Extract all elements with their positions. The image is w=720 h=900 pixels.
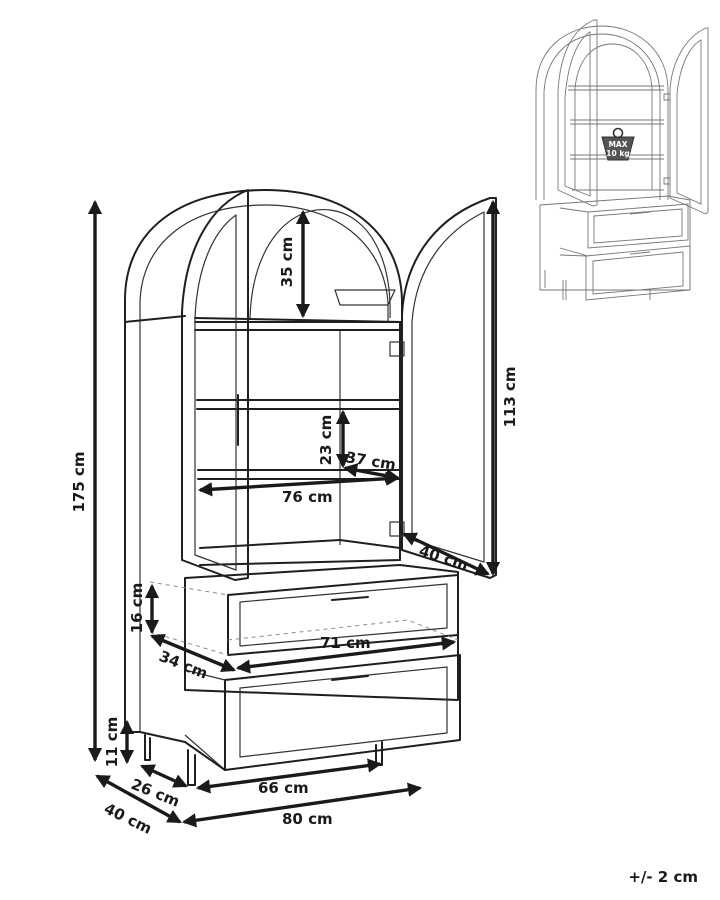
thumb-left-door [557,19,598,207]
label-door: 113 cm [501,366,519,427]
dim-line-depth [95,774,182,824]
label-shelf-gap: 23 cm [317,415,335,466]
thumb-drawer-lower [585,245,691,301]
weight-badge-value: 10 kg [606,149,629,158]
thumb-right-door [669,27,709,215]
shelf-1 [194,321,401,331]
tolerance-note: +/- 2 cm [628,868,698,886]
label-width: 80 cm [282,810,333,828]
thumb-legs [544,270,651,300]
weight-badge-max: MAX [608,140,627,149]
left-door-outer [181,189,249,581]
thumb-drawer-sides [559,207,589,257]
dimension-labels: 175 cm 35 cm 113 cm 23 cm 37 cm 76 cm 40… [70,237,519,838]
thumb-drawer-housing [539,195,691,291]
cabinet-plinth [139,731,226,771]
dimension-lines [87,199,501,828]
upper-drawer-depth-guide [149,581,459,656]
dim-line-drawer-depth [150,634,236,672]
label-arch: 35 cm [278,237,296,288]
right-door-glass [411,211,485,563]
upper-drawer-handle [331,596,369,601]
label-drawer-depth: 34 cm [157,647,211,683]
label-height-total: 175 cm [70,451,88,512]
hinge-top [389,341,405,357]
shelf-2 [196,399,403,410]
upper-drawer-panel [239,583,448,647]
label-drawer-width: 71 cm [320,634,371,652]
hinge-bottom [389,521,405,537]
dim-line-door-depth [402,532,490,576]
thumb-drawer-upper [587,203,689,249]
cabinet-arch-inner [139,204,389,322]
lower-drawer-panel [239,666,448,758]
thumbnail-drawing: MAX 10 kg [535,19,709,301]
left-door-glass [194,214,237,571]
lower-drawer-front [224,654,461,771]
leg-front-left [187,749,196,786]
thumb-arch-outer [535,25,669,200]
cabinet-inner-arch [249,209,391,319]
top-bracket [334,289,396,306]
right-door-outer [401,197,497,579]
weight-icon [601,136,635,161]
label-drawer-height: 16 cm [128,583,146,634]
dim-line-drawer-width [235,636,457,674]
cabinet-bottom-panel [199,539,401,566]
label-leg-height: 11 cm [103,717,121,768]
weight-badge: MAX 10 kg [601,127,635,161]
label-leg-width: 66 cm [258,779,309,797]
cabinet-left-panel [124,321,141,733]
dim-line-width [181,782,423,828]
thumb-hinges [663,93,671,185]
thumb-arch-inner [543,33,661,200]
cabinet-arch-outer [124,189,403,323]
dim-line-inner-width [197,471,401,497]
leg-back-left [144,734,151,761]
label-inner-width: 76 cm [282,488,333,506]
lower-drawer-handle [331,675,369,681]
leg-front-right [375,741,383,766]
weight-icon-ring [612,127,624,139]
thumb-inner-back [574,43,653,190]
